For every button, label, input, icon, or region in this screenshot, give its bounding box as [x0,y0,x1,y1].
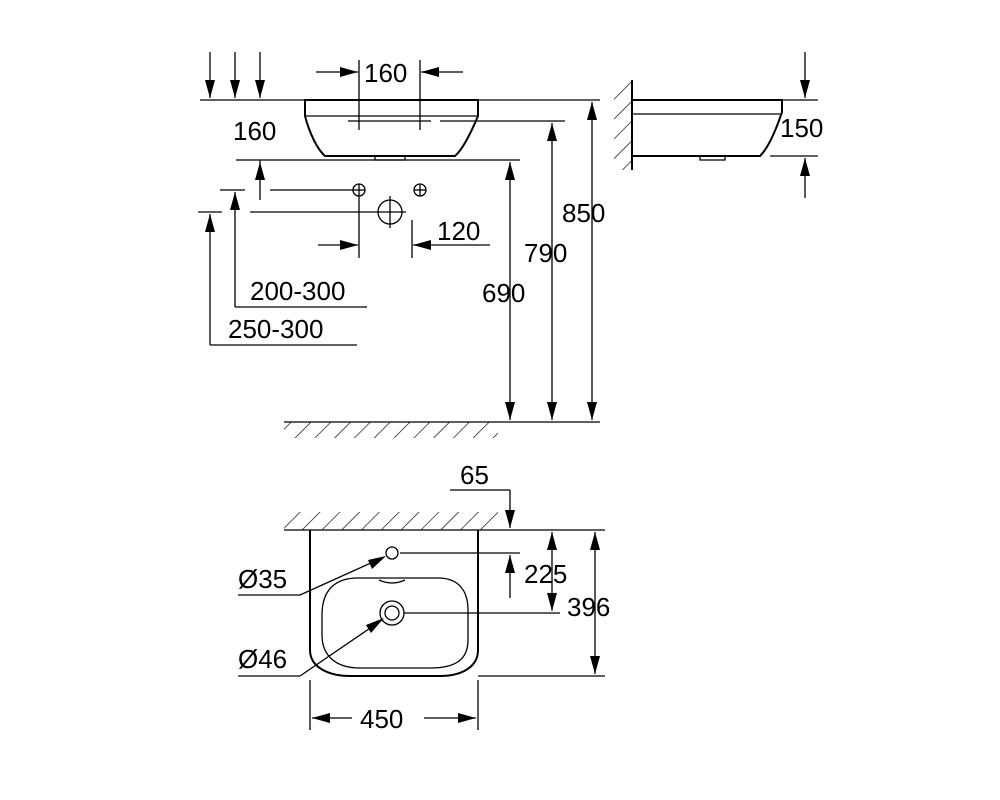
waste-outlet [379,600,405,626]
wall-connections [220,183,427,228]
bowl-outline [321,577,469,669]
dim-label-65: 65 [460,460,489,490]
dim-label-850: 850 [562,198,605,228]
dim-label-250-300: 250-300 [228,314,323,344]
basin-front-outline [304,99,479,157]
side-view: 150 [614,52,823,198]
dim-label-diam-46: Ø46 [238,644,287,674]
dim-depth: 396 [478,532,610,677]
dim-waste-diameter: Ø46 [238,618,384,677]
basin-side-outline [632,99,783,157]
dim-label-225: 225 [524,559,567,589]
top-reference-arrows [205,52,265,98]
dim-label-396: 396 [567,592,610,622]
dim-supply-height: 200-300 [230,192,367,308]
tap-hole [385,546,399,560]
dim-tap-hole-diameter: Ø35 [238,556,386,596]
dim-label-120: 120 [437,216,480,246]
dim-waste-height: 250-300 [198,211,357,346]
dim-tap-hole-spacing: 160 [316,58,463,112]
dim-label-450: 450 [360,704,403,734]
dim-label-690: 690 [482,278,525,308]
dim-label-160-top: 160 [364,58,407,88]
dim-label-200-300: 200-300 [250,276,345,306]
dim-label-diam-35: Ø35 [238,564,287,594]
dim-label-790: 790 [524,238,567,268]
dim-wall-offset: 65 [450,460,515,528]
basin-tap-holes [348,112,431,130]
top-view: 65 Ø35 Ø46 [238,460,610,734]
dim-drain-height: 690 [482,162,525,420]
dim-label-160-left: 160 [233,116,276,146]
dim-width: 450 [309,680,479,734]
basin-top-outline [309,530,479,677]
floor-hatch [284,421,600,438]
dim-tap-to-waste: 225 [505,532,567,611]
front-view: 160 160 [198,52,605,438]
dim-rim-height: 850 [562,102,605,420]
dim-basin-bottom-height: 790 [524,123,567,420]
dim-label-150: 150 [780,113,823,143]
dim-waste-spacing: 120 [318,196,490,258]
